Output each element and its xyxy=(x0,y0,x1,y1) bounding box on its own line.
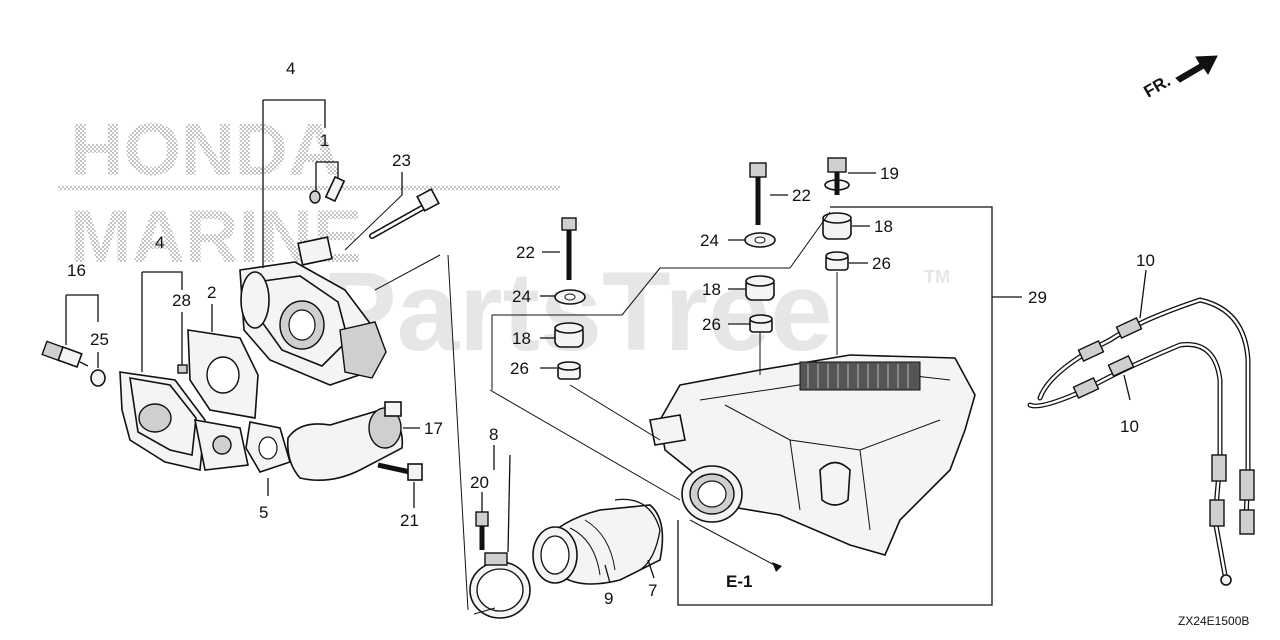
callout-24-left: 24 xyxy=(512,287,531,306)
callout-21: 21 xyxy=(400,511,419,530)
watermark-brand: PartsTree xyxy=(322,249,833,374)
callout-5: 5 xyxy=(259,503,268,522)
reference-e1: E-1 xyxy=(726,572,752,591)
cables-part-10 xyxy=(1027,297,1255,586)
callout-18-right: 18 xyxy=(874,217,893,236)
diagram-code: ZX24E1500B xyxy=(1178,614,1249,628)
callout-3: 4 xyxy=(286,59,295,78)
sensor-part-16 xyxy=(41,340,89,369)
callout-28: 28 xyxy=(172,291,191,310)
front-direction-label: FR. xyxy=(1141,71,1174,101)
callout-7: 7 xyxy=(648,581,657,600)
screw-part-1 xyxy=(309,175,346,204)
callout-16: 16 xyxy=(67,261,86,280)
watermark-line2: MARINE xyxy=(70,195,362,278)
mount-stack-left xyxy=(554,217,586,380)
callout-4: 4 xyxy=(155,233,164,252)
gasket-part-5 xyxy=(245,421,291,473)
callout-10-top: 10 xyxy=(1136,251,1155,270)
air-tube-part-9 xyxy=(532,504,664,585)
callout-26-left: 26 xyxy=(510,359,529,378)
pin-part-28 xyxy=(177,364,188,374)
callout-19: 19 xyxy=(880,164,899,183)
callout-18-middle: 18 xyxy=(702,280,721,299)
screw-part-20 xyxy=(475,511,489,550)
callout-25: 25 xyxy=(90,330,109,349)
callout-22-middle: 22 xyxy=(792,186,811,205)
front-direction-marker: FR. xyxy=(1141,55,1218,101)
callout-1: 1 xyxy=(320,131,329,150)
mount-stack-right xyxy=(822,157,852,271)
callout-10-bottom: 10 xyxy=(1120,417,1139,436)
callout-labels: 4 1 23 4 2 28 16 25 5 17 21 8 20 9 7 22 … xyxy=(67,59,1249,628)
bolt-part-23 xyxy=(369,188,440,239)
callout-18-left: 18 xyxy=(512,329,531,348)
mount-stack-middle xyxy=(744,162,776,333)
gasket-part-2 xyxy=(187,329,259,419)
o-ring-part-25 xyxy=(90,369,106,387)
callout-26-middle: 26 xyxy=(702,315,721,334)
callout-22-left: 22 xyxy=(516,243,535,262)
throttle-body-part-3 xyxy=(239,236,387,386)
callout-23: 23 xyxy=(392,151,411,170)
air-box-part-29 xyxy=(649,354,976,556)
insulator-part-4 xyxy=(119,371,249,471)
honda-marine-watermark: HONDA MARINE xyxy=(58,108,560,278)
callout-2: 2 xyxy=(207,283,216,302)
callout-8: 8 xyxy=(489,425,498,444)
callout-24-middle: 24 xyxy=(700,231,719,250)
callout-20: 20 xyxy=(470,473,489,492)
front-arrow-icon xyxy=(1175,55,1218,83)
joint-part-17 xyxy=(286,401,404,481)
watermark-trademark: TM xyxy=(924,267,950,287)
clamp-part-8 xyxy=(469,552,531,619)
watermark-line1: HONDA xyxy=(70,108,341,191)
callout-26-right: 26 xyxy=(872,254,891,273)
callout-29: 29 xyxy=(1028,288,1047,307)
bolt-part-21 xyxy=(377,462,423,481)
callout-17: 17 xyxy=(424,419,443,438)
partstree-watermark: PartsTree TM xyxy=(322,249,950,374)
leader-lines xyxy=(65,99,1147,615)
callout-9: 9 xyxy=(604,589,613,608)
